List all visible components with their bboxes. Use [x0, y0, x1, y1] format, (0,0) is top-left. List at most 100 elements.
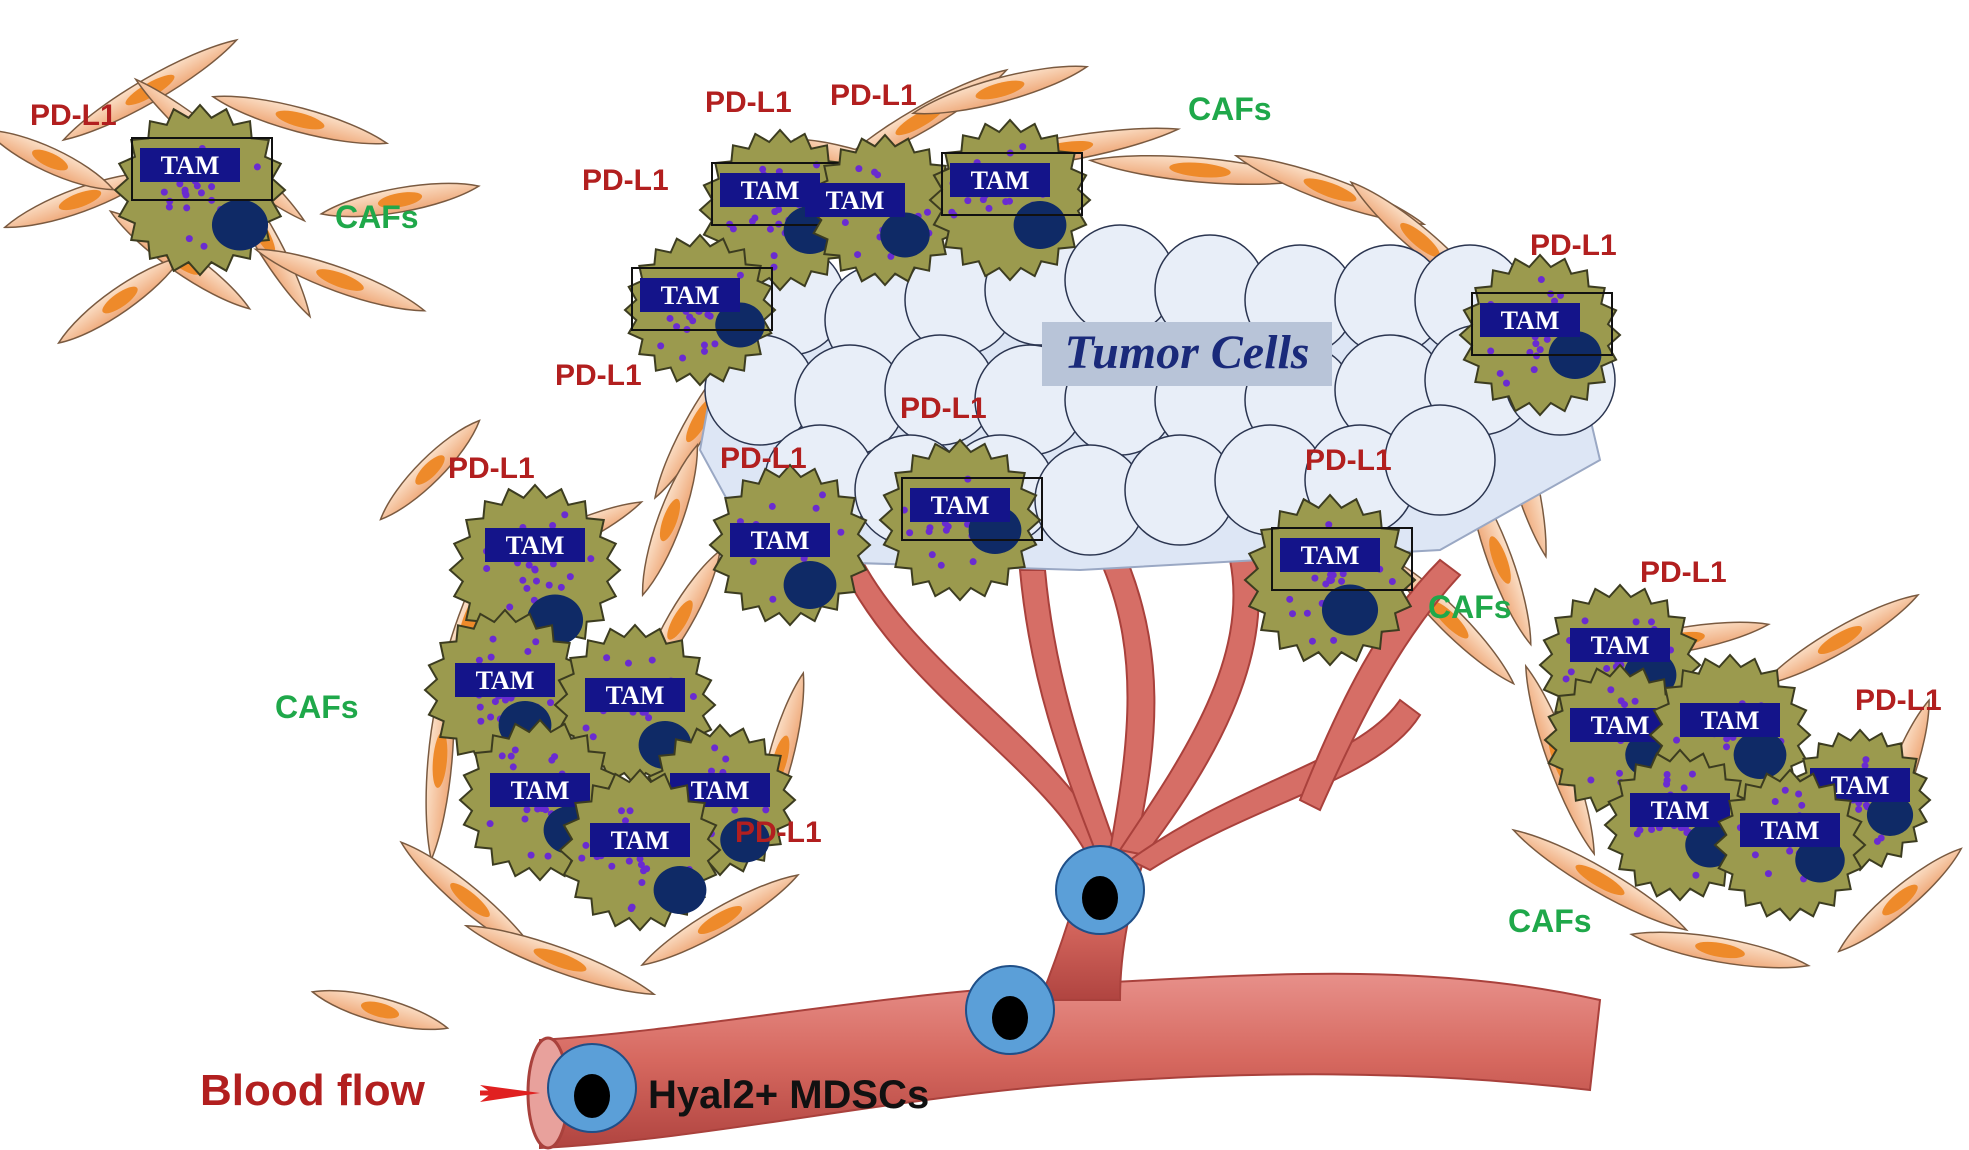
mdsc-nucleus — [574, 1074, 610, 1118]
fibroblast-cell — [310, 989, 450, 1031]
cafs-label: CAFs — [1508, 903, 1592, 939]
tam-label: TAM — [751, 526, 810, 555]
tam-label-box — [590, 823, 690, 857]
tam-macrophage: TAM — [708, 463, 872, 627]
pdl1-label: PD-L1 — [735, 816, 822, 849]
tam-label: TAM — [931, 491, 990, 520]
tam-label: TAM — [1651, 796, 1710, 825]
tam-label: TAM — [606, 681, 665, 710]
mdsc-nucleus — [1082, 876, 1118, 920]
tam-label: TAM — [161, 151, 220, 180]
cafs-label: CAFs — [275, 689, 359, 725]
tam-label: TAM — [1591, 631, 1650, 660]
tam-label-box — [1680, 703, 1780, 737]
tam-macrophage: TAM — [1713, 768, 1867, 922]
pdl1-label: PD-L1 — [1305, 444, 1392, 477]
vessel-branch-3 — [1098, 553, 1156, 851]
tam-label: TAM — [506, 531, 565, 560]
tam-label-box — [1480, 303, 1580, 337]
tam-label: TAM — [611, 826, 670, 855]
tam-label: TAM — [691, 776, 750, 805]
tam-label-box — [140, 148, 240, 182]
tam-label-box — [720, 173, 820, 207]
tam-label-box — [485, 528, 585, 562]
tam-nucleus — [880, 212, 930, 258]
blood-flow-label: Blood flow — [200, 1066, 426, 1115]
fibroblast-cell — [253, 248, 427, 312]
tam-label-box — [1630, 793, 1730, 827]
tam-label-box — [910, 488, 1010, 522]
fibroblast-cell — [1837, 847, 1963, 953]
tam-label: TAM — [1591, 711, 1650, 740]
fibroblast-cell — [56, 255, 184, 345]
tam-macrophage: TAM — [805, 133, 962, 287]
fibroblast-cell — [319, 182, 481, 218]
tam-nucleus — [1866, 794, 1914, 836]
pdl1-label: PD-L1 — [448, 452, 535, 485]
fibroblast-cell — [0, 129, 116, 191]
tam-label: TAM — [826, 186, 885, 215]
pdl1-label: PD-L1 — [720, 442, 807, 475]
blood-vessel-tree — [526, 533, 1602, 1150]
tam-macrophage: TAM — [878, 438, 1043, 602]
tam-label: TAM — [971, 166, 1030, 195]
main-vessel — [539, 972, 1602, 1150]
tam-label: TAM — [1501, 306, 1560, 335]
tam-label-box — [640, 278, 740, 312]
tam-label: TAM — [511, 776, 570, 805]
pdl1-label: PD-L1 — [900, 392, 987, 425]
tam-label-box — [730, 523, 830, 557]
fibroblast-cell — [1760, 593, 1920, 687]
tam-macrophage: TAM — [113, 103, 287, 277]
tam-label-box — [490, 773, 590, 807]
mdsc-cell — [547, 1043, 637, 1133]
tam-label-box — [805, 183, 905, 217]
tam-nucleus — [1733, 731, 1787, 779]
tam-macrophage: TAM — [928, 118, 1092, 282]
tam-nucleus — [1685, 822, 1735, 868]
mdscs-label: Hyal2+ MDSCs — [648, 1073, 929, 1117]
cafs-label: CAFs — [1188, 91, 1272, 127]
tam-nucleus — [715, 302, 765, 348]
pdl1-label: PD-L1 — [830, 79, 917, 112]
tam-label: TAM — [741, 176, 800, 205]
tumor-cells-title: Tumor Cells — [1065, 326, 1310, 379]
tam-nucleus — [1795, 837, 1845, 883]
fibroblast-cell — [910, 65, 1090, 115]
tam-macrophage: TAM — [1458, 253, 1622, 417]
fibroblast-cell — [379, 419, 481, 521]
cafs-label: CAFs — [1428, 589, 1512, 625]
fibroblast-cell — [641, 442, 699, 598]
vessel-branch-6 — [1298, 558, 1462, 812]
tam-label: TAM — [1301, 541, 1360, 570]
tam-label-box — [1740, 813, 1840, 847]
tam-label: TAM — [1761, 816, 1820, 845]
mdsc-cell — [965, 965, 1055, 1055]
tam-macrophage: TAM — [1603, 748, 1757, 902]
pdl1-label: PD-L1 — [705, 86, 792, 119]
tam-macrophage: TAM — [448, 483, 622, 657]
vessel-branch-5 — [1128, 698, 1422, 872]
tam-nucleus — [653, 866, 707, 914]
tam-label-box — [950, 163, 1050, 197]
tam-label-box — [585, 678, 685, 712]
tam-macrophage: TAM — [558, 768, 722, 932]
vessel-branch-2 — [1018, 569, 1117, 852]
tam-nucleus — [783, 561, 837, 609]
fibroblast-cell — [1087, 154, 1313, 186]
tam-label-box — [455, 663, 555, 697]
mdsc-cell — [1055, 845, 1145, 935]
fibroblast-cell — [210, 95, 390, 145]
pdl1-label: PD-L1 — [555, 359, 642, 392]
tumor-cell — [1384, 404, 1496, 516]
tam-label: TAM — [1701, 706, 1760, 735]
tam-label-box — [1570, 628, 1670, 662]
tam-label: TAM — [476, 666, 535, 695]
fibroblast-cell — [640, 873, 800, 967]
fibroblast-cell — [463, 924, 657, 996]
blood-flow-arrow — [480, 1085, 540, 1102]
pdl1-label: PD-L1 — [582, 164, 669, 197]
tam-macrophage: TAM — [623, 233, 777, 387]
mdsc-nucleus — [992, 996, 1028, 1040]
